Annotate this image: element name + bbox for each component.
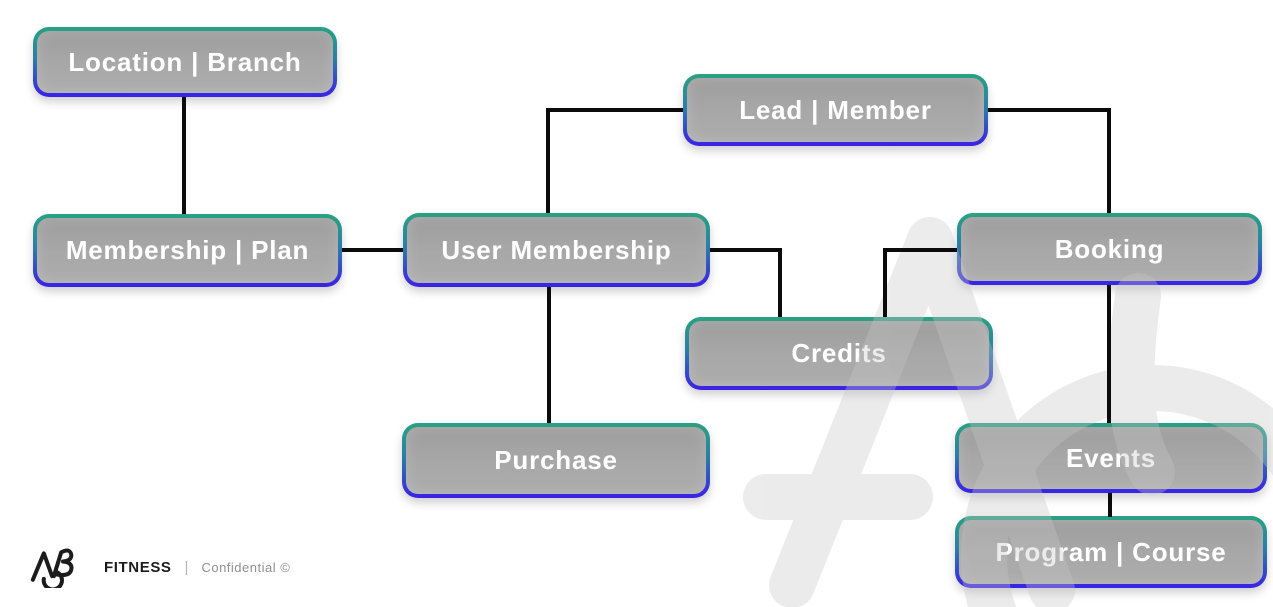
node-label: Purchase <box>494 445 618 475</box>
node-box: Booking <box>961 217 1258 281</box>
node-box: Credits <box>689 321 989 386</box>
node-membership-plan: Membership | Plan <box>33 214 342 287</box>
node-purchase: Purchase <box>402 423 710 498</box>
node-box: Location | Branch <box>37 31 333 93</box>
node-label: User Membership <box>441 234 672 265</box>
node-box: Program | Course <box>959 520 1263 584</box>
node-box: Membership | Plan <box>37 218 338 283</box>
brand-name: FITNESS <box>104 558 172 576</box>
node-label: Credits <box>791 338 887 368</box>
node-label: Program | Course <box>995 536 1227 567</box>
node-booking: Booking <box>957 213 1262 285</box>
node-lead-member: Lead | Member <box>683 74 988 146</box>
footer-divider: | <box>184 558 189 576</box>
node-location-branch: Location | Branch <box>33 27 337 97</box>
node-credits: Credits <box>685 317 993 390</box>
node-box: User Membership <box>407 217 706 283</box>
footer: FITNESS | Confidential © <box>28 546 290 588</box>
node-box: Events <box>959 427 1263 489</box>
ab-monogram-icon <box>30 548 74 588</box>
confidential-label: Confidential © <box>201 559 291 575</box>
node-user-membership: User Membership <box>403 213 710 287</box>
node-program-course: Program | Course <box>955 516 1267 588</box>
node-events: Events <box>955 423 1267 493</box>
node-box: Purchase <box>406 427 706 494</box>
node-label: Location | Branch <box>68 46 302 77</box>
node-label: Booking <box>1054 233 1165 264</box>
node-label: Events <box>1065 442 1157 473</box>
node-label: Membership | Plan <box>65 235 310 265</box>
node-label: Lead | Member <box>739 94 932 125</box>
node-box: Lead | Member <box>687 78 984 142</box>
